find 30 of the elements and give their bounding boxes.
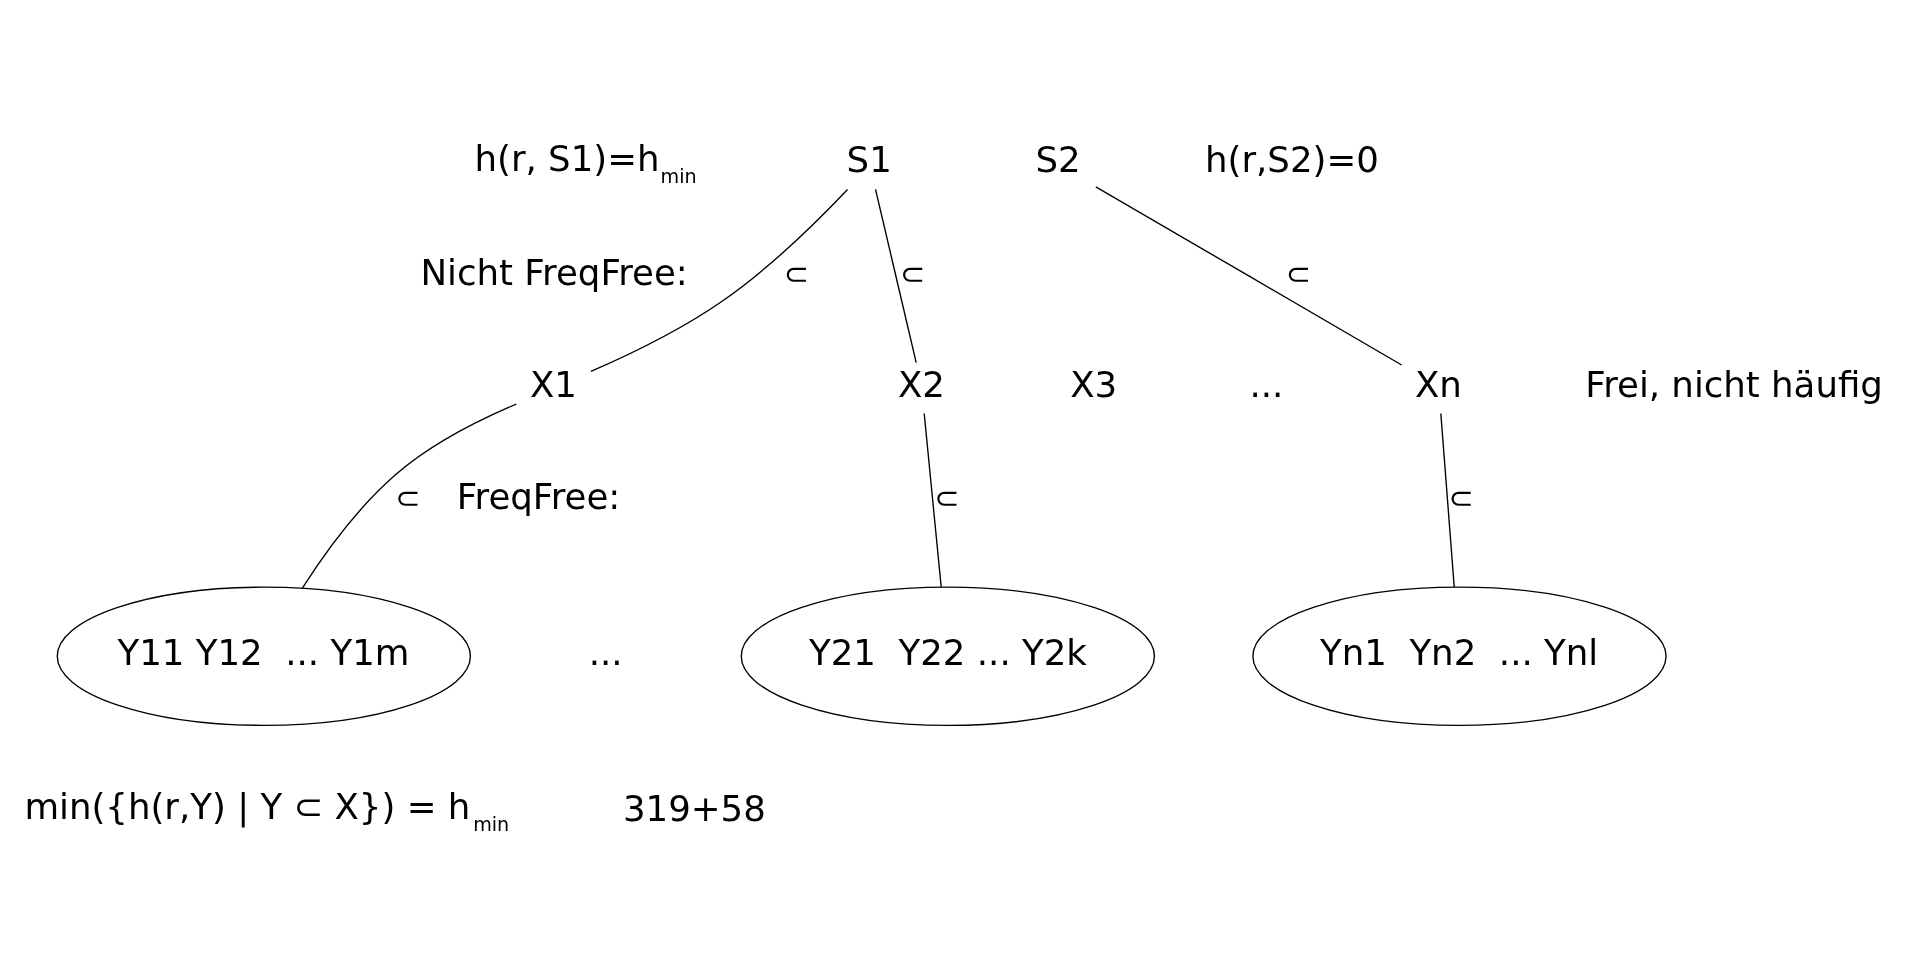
- edge-label: ⊂: [899, 255, 926, 291]
- label: ...: [1249, 363, 1284, 405]
- node-text: S2: [1035, 138, 1081, 180]
- connector: [923, 412, 942, 588]
- edge-label: ⊂: [934, 479, 960, 515]
- node-ellipse: Yn1 Yn2 ... Ynl: [1252, 586, 1667, 726]
- edge-label: ⊂: [395, 479, 421, 515]
- node-text: Xn: [1415, 363, 1462, 405]
- node-text: S1: [846, 138, 892, 180]
- node-text: X3: [1070, 363, 1118, 405]
- node-text: X2: [897, 363, 945, 405]
- node-text: X1: [529, 363, 577, 405]
- connector: [874, 188, 917, 363]
- connector: [590, 188, 849, 372]
- label: ...: [588, 631, 623, 673]
- label: Nicht FreqFree:: [420, 251, 688, 293]
- label: min({h(r,Y) | Y ⊂ X}) = h$_{min}$: [24, 785, 510, 836]
- label: h(r,S2)=0: [1205, 138, 1379, 180]
- label: Frei, nicht häufig: [1585, 363, 1883, 405]
- node-ellipse: Y11 Y12 ... Y1m: [56, 586, 472, 726]
- edge-label: ⊂: [1285, 255, 1311, 291]
- edge-label: ⊂: [783, 255, 809, 291]
- label: FreqFree:: [456, 475, 621, 517]
- node-ellipse: Y21 Y22 ... Y2k: [740, 586, 1156, 726]
- connector: [1095, 185, 1403, 366]
- connector: [1440, 412, 1455, 588]
- label: h(r, S1)=h$_{min}$: [474, 137, 697, 188]
- label: 319+58: [622, 787, 766, 829]
- connector: [301, 402, 517, 589]
- edge-label: ⊂: [1448, 479, 1474, 515]
